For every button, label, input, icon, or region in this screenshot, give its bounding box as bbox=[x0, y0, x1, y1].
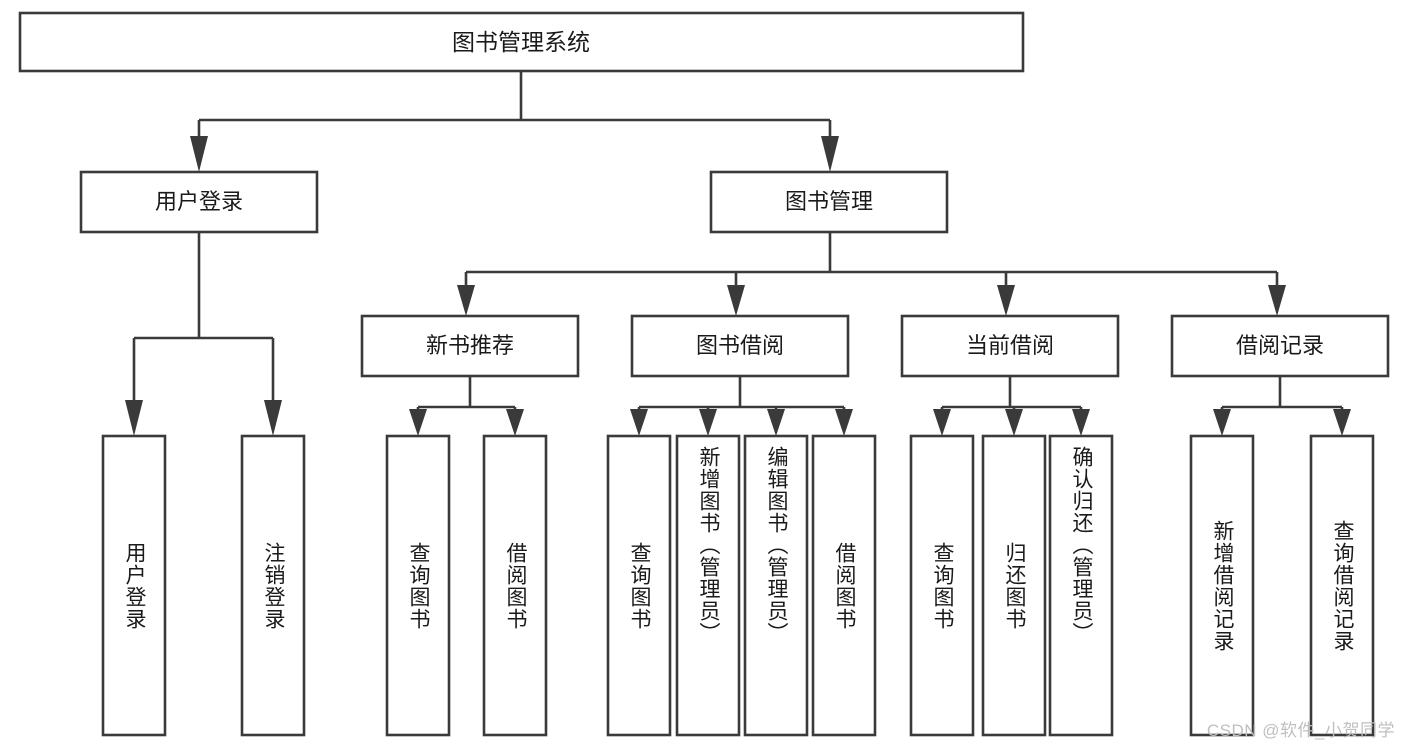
node-new-book-recommend-box[interactable] bbox=[360, 314, 580, 378]
arrow-br-leaf-2 bbox=[1333, 409, 1351, 436]
node-user-login[interactable]: 用户登录 bbox=[79, 170, 319, 234]
node-current-borrow-label: 当前借阅 bbox=[966, 333, 1054, 358]
node-new-book-recommend-label: 新书推荐 bbox=[426, 333, 514, 358]
leaf-box-borrow-book-recommend[interactable] bbox=[482, 434, 548, 737]
node-book-management[interactable]: 图书管理 bbox=[709, 170, 949, 234]
arrow-cb-leaf-1 bbox=[933, 409, 951, 436]
node-user-login-box[interactable] bbox=[79, 170, 319, 234]
leaf-box-query-book-recommend[interactable] bbox=[385, 434, 451, 737]
node-current-borrow[interactable]: 当前借阅 bbox=[900, 314, 1120, 378]
leaf-box-confirm-return-admin[interactable] bbox=[1048, 434, 1114, 737]
arrow-bb-leaf-2 bbox=[699, 409, 717, 436]
node-current-borrow-box[interactable] bbox=[900, 314, 1120, 378]
arrow-cb-leaf-2 bbox=[1005, 409, 1023, 436]
node-book-borrow-label: 图书借阅 bbox=[696, 333, 784, 358]
arrow-bm-to-borrow-records bbox=[1268, 285, 1286, 316]
node-root-box[interactable] bbox=[18, 11, 1025, 73]
arrow-nbr-leaf-1 bbox=[409, 409, 427, 436]
leaf-box-group bbox=[101, 434, 1375, 737]
node-root[interactable]: 图书管理系统 bbox=[18, 11, 1025, 73]
leaf-box-user-login[interactable] bbox=[101, 434, 167, 737]
arrow-bb-leaf-4 bbox=[835, 409, 853, 436]
arrow-bm-to-new-book-recommend bbox=[457, 285, 475, 316]
arrow-bm-to-book-borrow bbox=[727, 285, 745, 316]
arrow-bb-leaf-3 bbox=[767, 409, 785, 436]
arrow-br-leaf-1 bbox=[1213, 409, 1231, 436]
node-book-borrow-box[interactable] bbox=[630, 314, 850, 378]
arrow-bb-leaf-1 bbox=[630, 409, 648, 436]
leaf-box-query-borrow-record[interactable] bbox=[1309, 434, 1375, 737]
csdn-watermark: CSDN @软件_小贺同学 bbox=[1206, 721, 1395, 740]
node-root-label: 图书管理系统 bbox=[452, 29, 590, 55]
leaf-box-query-book-borrow[interactable] bbox=[606, 434, 672, 737]
node-book-management-label: 图书管理 bbox=[785, 189, 873, 214]
node-borrow-records[interactable]: 借阅记录 bbox=[1170, 314, 1390, 378]
leaf-box-borrow-book[interactable] bbox=[811, 434, 877, 737]
leaf-box-add-borrow-record[interactable] bbox=[1189, 434, 1255, 737]
arrow-root-to-user-login bbox=[190, 136, 208, 172]
connector-group bbox=[125, 71, 1351, 436]
node-new-book-recommend[interactable]: 新书推荐 bbox=[360, 314, 580, 378]
leaf-box-edit-book-admin[interactable] bbox=[743, 434, 809, 737]
leaf-box-add-book-admin[interactable] bbox=[675, 434, 741, 737]
arrow-user-login-leaf-2 bbox=[264, 400, 282, 436]
arrow-nbr-leaf-2 bbox=[506, 409, 524, 436]
node-borrow-records-box[interactable] bbox=[1170, 314, 1390, 378]
arrow-root-to-book-management bbox=[821, 136, 839, 172]
leaf-box-logout[interactable] bbox=[240, 434, 306, 737]
node-book-management-box[interactable] bbox=[709, 170, 949, 234]
arrow-bm-to-current-borrow bbox=[997, 285, 1015, 316]
leaf-box-return-book[interactable] bbox=[981, 434, 1047, 737]
node-user-login-label: 用户登录 bbox=[155, 189, 243, 214]
arrow-user-login-leaf-1 bbox=[125, 400, 143, 436]
leaf-box-query-book-current[interactable] bbox=[909, 434, 975, 737]
node-borrow-records-label: 借阅记录 bbox=[1236, 333, 1324, 358]
arrow-cb-leaf-3 bbox=[1072, 409, 1090, 436]
node-book-borrow[interactable]: 图书借阅 bbox=[630, 314, 850, 378]
